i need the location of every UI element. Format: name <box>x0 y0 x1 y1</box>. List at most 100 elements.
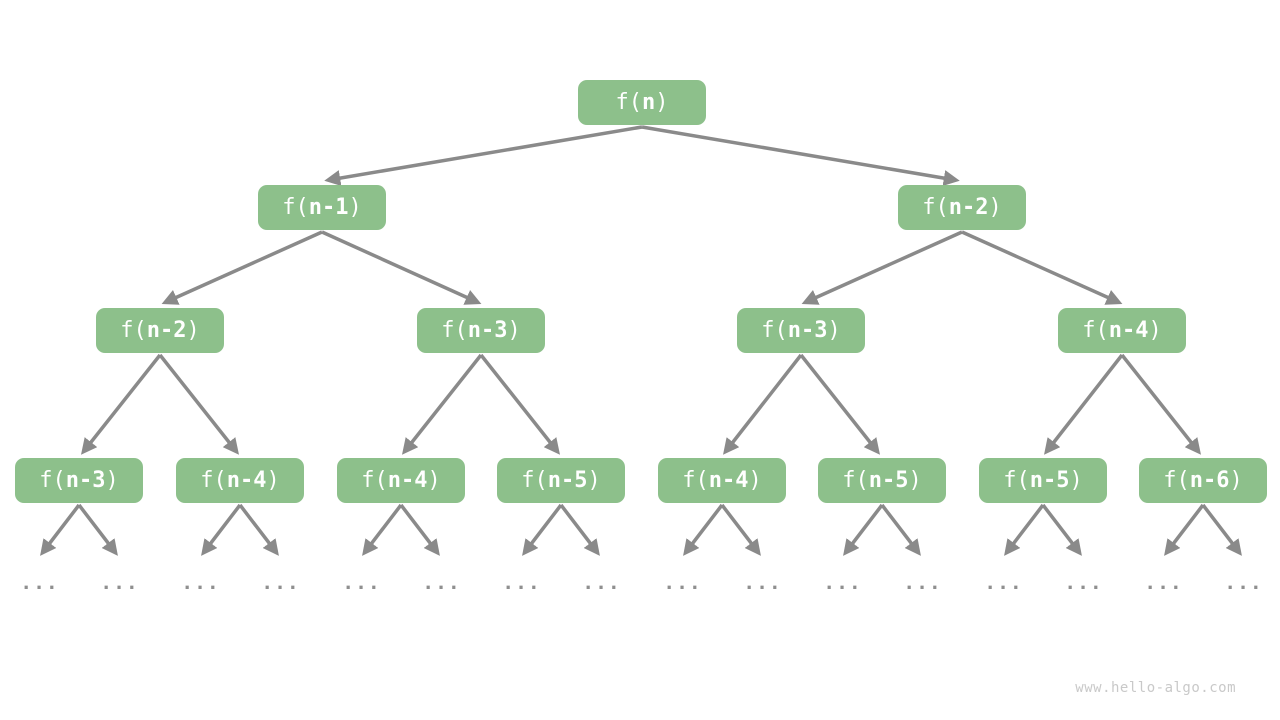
node-label-arg: n-3 <box>65 468 106 493</box>
node-label-pre: f( <box>761 318 788 343</box>
node-label-post: ) <box>748 468 762 493</box>
edge-2-5 <box>801 230 963 305</box>
watermark: www.hello-algo.com <box>1075 680 1236 696</box>
edge-1-3 <box>161 230 323 305</box>
tree-node-10: f(n-5) <box>497 458 625 503</box>
tree-node-6: f(n-4) <box>1058 308 1186 353</box>
ellipsis: ... <box>424 573 464 594</box>
edge-14-dots-15 <box>1201 503 1242 556</box>
edge-1-4 <box>321 230 482 305</box>
ellipsis: ... <box>825 573 865 594</box>
ellipsis: ... <box>986 573 1026 594</box>
node-label-post: ) <box>655 90 669 115</box>
edge-13-dots-13 <box>1041 503 1082 556</box>
node-label-post: ) <box>266 468 280 493</box>
node-label-pre: f( <box>1163 468 1190 493</box>
tree-node-11: f(n-4) <box>658 458 786 503</box>
edge-8-dots-2 <box>201 503 242 556</box>
tree-node-1: f(n-1) <box>258 185 386 230</box>
edge-10-dots-7 <box>559 503 600 556</box>
node-label-arg: n-2 <box>948 195 989 220</box>
node-label-arg: n-3 <box>467 318 508 343</box>
node-label-post: ) <box>587 468 601 493</box>
edge-7-dots-0 <box>40 503 81 556</box>
tree-node-3: f(n-2) <box>96 308 224 353</box>
edge-7-dots-1 <box>77 503 118 556</box>
ellipsis: ... <box>665 573 705 594</box>
edge-11-dots-9 <box>720 503 761 556</box>
edge-5-12 <box>799 353 880 455</box>
node-label-pre: f( <box>200 468 227 493</box>
node-label-pre: f( <box>615 90 643 115</box>
node-label-arg: n <box>642 90 656 115</box>
edge-8-dots-3 <box>238 503 279 556</box>
ellipsis: ... <box>504 573 544 594</box>
node-label-post: ) <box>827 318 841 343</box>
edge-5-11 <box>723 353 803 455</box>
tree-node-5: f(n-3) <box>737 308 865 353</box>
node-label-arg: n-5 <box>1029 468 1070 493</box>
edge-3-8 <box>158 353 239 455</box>
edge-14-dots-14 <box>1164 503 1205 556</box>
node-label-pre: f( <box>842 468 869 493</box>
edge-4-10 <box>479 353 560 455</box>
edge-12-dots-11 <box>880 503 921 556</box>
tree-node-8: f(n-4) <box>176 458 304 503</box>
node-label-pre: f( <box>521 468 548 493</box>
ellipsis: ... <box>1146 573 1186 594</box>
node-label-arg: n-4 <box>387 468 428 493</box>
node-label-post: ) <box>1069 468 1083 493</box>
node-label-arg: n-4 <box>708 468 749 493</box>
node-label-pre: f( <box>282 195 309 220</box>
node-label-post: ) <box>908 468 922 493</box>
node-label-post: ) <box>1148 318 1162 343</box>
node-label-post: ) <box>427 468 441 493</box>
edge-2-6 <box>961 230 1123 305</box>
tree-node-0: f(n) <box>578 80 706 125</box>
tree-node-12: f(n-5) <box>818 458 946 503</box>
node-label-arg: n-4 <box>1108 318 1149 343</box>
edge-12-dots-10 <box>843 503 884 556</box>
tree-node-2: f(n-2) <box>898 185 1026 230</box>
tree-node-9: f(n-4) <box>337 458 465 503</box>
tree-node-13: f(n-5) <box>979 458 1107 503</box>
edge-13-dots-12 <box>1004 503 1045 556</box>
node-label-arg: n-4 <box>226 468 267 493</box>
node-label-pre: f( <box>682 468 709 493</box>
node-label-arg: n-5 <box>547 468 588 493</box>
edge-0-2 <box>641 125 960 187</box>
edge-4-9 <box>402 353 483 455</box>
ellipsis: ... <box>344 573 384 594</box>
ellipsis: ... <box>745 573 785 594</box>
node-label-pre: f( <box>120 318 147 343</box>
node-label-post: ) <box>186 318 200 343</box>
ellipsis: ... <box>584 573 624 594</box>
ellipsis: ... <box>905 573 945 594</box>
node-label-arg: n-1 <box>308 195 349 220</box>
node-label-pre: f( <box>441 318 468 343</box>
tree-node-4: f(n-3) <box>417 308 545 353</box>
node-label-post: ) <box>105 468 119 493</box>
node-label-pre: f( <box>361 468 388 493</box>
tree-node-14: f(n-6) <box>1139 458 1267 503</box>
node-label-pre: f( <box>1003 468 1030 493</box>
edge-9-dots-5 <box>399 503 440 556</box>
edge-3-7 <box>81 353 162 455</box>
node-label-pre: f( <box>922 195 949 220</box>
node-label-post: ) <box>1229 468 1243 493</box>
ellipsis: ... <box>102 573 142 594</box>
edge-0-1 <box>324 125 643 187</box>
edge-6-14 <box>1120 353 1201 455</box>
tree-node-7: f(n-3) <box>15 458 143 503</box>
node-label-post: ) <box>988 195 1002 220</box>
ellipsis: ... <box>1066 573 1106 594</box>
ellipsis: ... <box>183 573 223 594</box>
node-label-post: ) <box>507 318 521 343</box>
edge-11-dots-8 <box>683 503 724 556</box>
node-label-arg: n-2 <box>146 318 187 343</box>
node-label-pre: f( <box>39 468 66 493</box>
edge-9-dots-4 <box>362 503 403 556</box>
ellipsis: ... <box>22 573 62 594</box>
